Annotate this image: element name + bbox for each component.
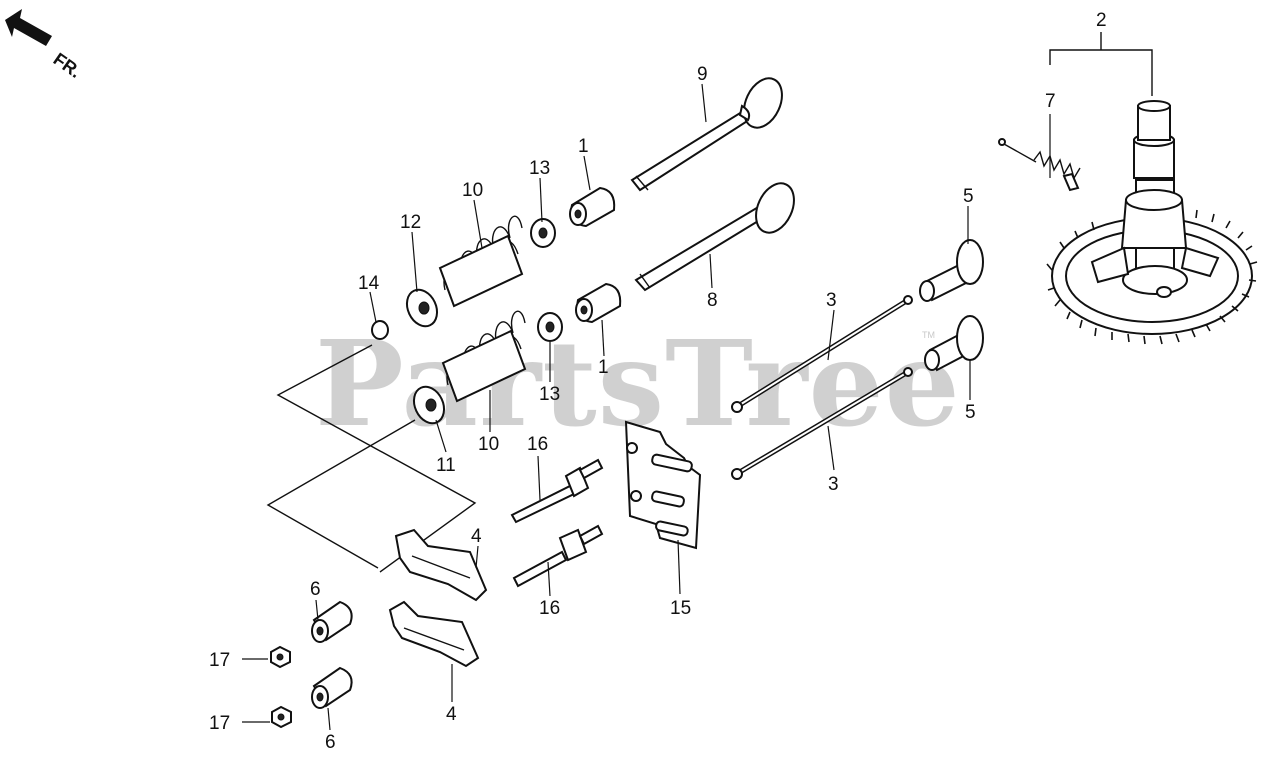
front-direction-indicator: FR. xyxy=(5,9,85,82)
callout-4-bottom: 4 xyxy=(446,704,457,725)
callout-3-bottom: 3 xyxy=(828,474,839,495)
callout-11: 11 xyxy=(436,455,456,476)
assembly-bracket-lines xyxy=(266,344,477,573)
push-rod-guide-plate xyxy=(624,420,702,550)
camshaft-gear xyxy=(1046,100,1258,345)
callout-1-bottom: 1 xyxy=(598,357,609,378)
valve-exhaust xyxy=(630,77,783,192)
lock-nut-bottom xyxy=(271,705,292,729)
callout-2: 2 xyxy=(1096,10,1107,31)
valve-spring-bottom xyxy=(441,310,527,403)
pivot-nut-top xyxy=(311,600,353,643)
callout-12: 12 xyxy=(400,212,421,233)
tappet-top xyxy=(919,239,984,302)
callout-6-top: 6 xyxy=(310,579,321,600)
rocker-stud-top xyxy=(510,458,604,524)
part2-bracket-line xyxy=(1049,49,1153,96)
watermark-trademark: TM xyxy=(922,330,935,340)
spring-seat-12 xyxy=(405,288,439,328)
callout-13-top: 13 xyxy=(529,158,550,179)
callout-14: 14 xyxy=(358,273,380,294)
callout-leader-lines xyxy=(242,83,1051,731)
push-rod-top xyxy=(731,295,913,413)
rocker-stud-bottom xyxy=(512,524,604,588)
lock-nut-top xyxy=(270,645,291,669)
callout-17-bottom: 17 xyxy=(209,713,230,734)
valve-intake xyxy=(634,182,795,292)
callout-6-bottom: 6 xyxy=(325,732,336,753)
valve-stem-cap xyxy=(371,320,389,340)
callout-5-top: 5 xyxy=(963,186,974,207)
spring-retainer-top xyxy=(530,218,556,248)
callout-17-top: 17 xyxy=(209,650,230,671)
callout-labels: 9 1 13 10 12 14 8 1 13 10 11 16 16 15 3 … xyxy=(209,10,1107,753)
callout-8: 8 xyxy=(707,290,718,311)
rocker-arm-bottom xyxy=(388,600,480,668)
front-arrow-icon xyxy=(5,9,52,46)
callout-16-top: 16 xyxy=(527,434,548,455)
callout-4-top: 4 xyxy=(471,526,482,547)
rocker-arm-top xyxy=(394,528,488,602)
callout-10-bottom: 10 xyxy=(478,434,499,455)
valve-cap-bottom xyxy=(575,282,622,324)
spring-retainer-bottom xyxy=(537,312,563,342)
callout-5-bottom: 5 xyxy=(965,402,976,423)
callout-3-top: 3 xyxy=(826,290,837,311)
callout-9: 9 xyxy=(697,64,708,85)
valve-spring-top xyxy=(438,215,524,308)
callout-10-top: 10 xyxy=(462,180,483,201)
callout-16-bottom: 16 xyxy=(539,598,560,619)
camshaft-spring xyxy=(998,138,1081,192)
callout-1-top: 1 xyxy=(578,136,589,157)
callout-15: 15 xyxy=(670,598,691,619)
push-rod-bottom xyxy=(731,367,913,480)
callout-7: 7 xyxy=(1045,91,1056,112)
callout-13-bottom: 13 xyxy=(539,384,560,405)
valve-cap-top xyxy=(569,186,616,228)
pivot-nut-bottom xyxy=(311,666,353,709)
front-label: FR. xyxy=(50,49,85,82)
gear-teeth xyxy=(1046,209,1258,345)
